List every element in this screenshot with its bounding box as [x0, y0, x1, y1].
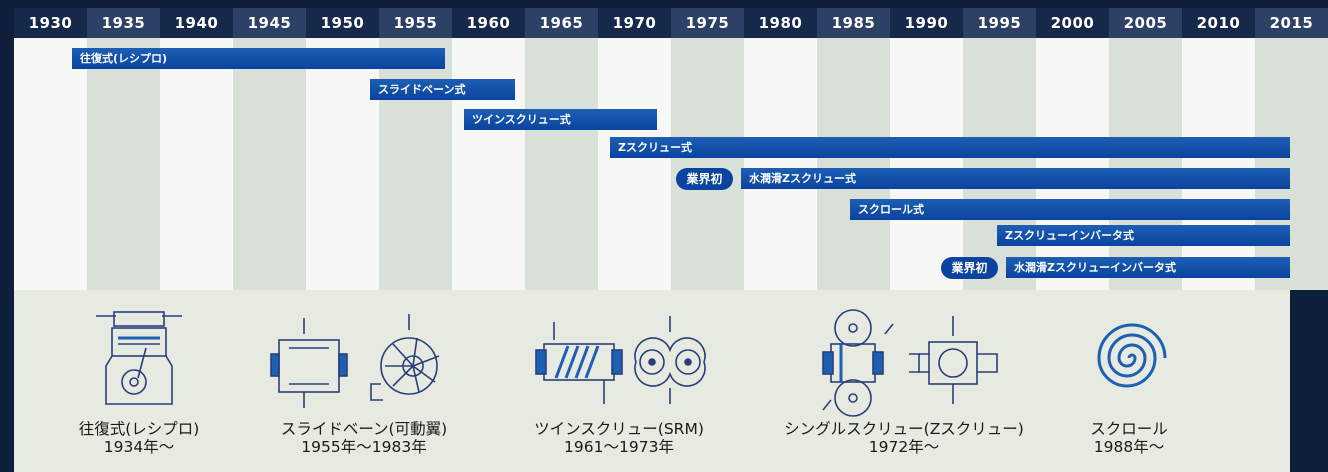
industry-first-badge: 業界初: [941, 257, 998, 279]
compressor-years: 1955年〜1983年: [301, 438, 427, 456]
year-label: 2005: [1109, 8, 1182, 38]
year-column: [452, 38, 525, 290]
compressor-item-twin-screw: ツインスクリュー(SRM) 1961〜1973年: [524, 290, 714, 472]
compressor-years: 1972年〜: [868, 438, 940, 456]
single-screw-compressor-icon: [822, 309, 998, 417]
year-label: 1945: [233, 8, 306, 38]
year-column: [671, 38, 744, 290]
year-label: 1930: [28, 14, 73, 32]
reciprocating-compressor-icon: [96, 311, 182, 405]
year-column: [525, 38, 598, 290]
year-column: [1036, 38, 1109, 290]
year-column: [598, 38, 671, 290]
slide-vane-compressor-icon: [270, 314, 440, 408]
year-header: 1930 1935 1940 1945 1950 1955 1960 1965 …: [14, 8, 1328, 38]
twin-screw-compressor-icon: [535, 316, 706, 404]
year-label: 1990: [904, 14, 949, 32]
timeline-bar-twin-screw: ツインスクリュー式: [464, 109, 657, 130]
compressor-item-scroll: スクロール 1988年〜: [1074, 290, 1184, 472]
year-column: [744, 38, 817, 290]
year-label: 2000: [1050, 14, 1095, 32]
year-column: [233, 38, 306, 290]
year-column: [1109, 38, 1182, 290]
compressor-name: スライドベーン(可動翼): [280, 420, 448, 438]
page-frame: 1930 1935 1940 1945 1950 1955 1960 1965 …: [14, 8, 1328, 472]
timeline-bar-z-screw: Zスクリュー式: [610, 137, 1290, 158]
timeline-bar-slide-vane: スライドベーン式: [370, 79, 515, 100]
timeline-bar-z-screw-inverter: Zスクリューインバータ式: [997, 225, 1290, 246]
year-column: [817, 38, 890, 290]
year-column: [379, 38, 452, 290]
year-label: 1985: [817, 8, 890, 38]
year-column: [1255, 38, 1328, 290]
timeline-bar-scroll: スクロール式: [850, 199, 1290, 220]
scroll-compressor-icon: [1097, 323, 1167, 388]
year-column: [87, 38, 160, 290]
year-label: 1950: [320, 14, 365, 32]
year-label: 1995: [963, 8, 1036, 38]
compressor-years: 1934年〜: [103, 438, 175, 456]
year-label: 1940: [174, 14, 219, 32]
year-label: 1965: [525, 8, 598, 38]
compressor-item-single-screw: シングルスクリュー(Zスクリュー) 1972年〜: [769, 290, 1039, 472]
year-label: 1955: [379, 8, 452, 38]
compressor-name: シングルスクリュー(Zスクリュー): [784, 420, 1024, 438]
year-column: [1182, 38, 1255, 290]
year-column: [160, 38, 233, 290]
compressor-item-slide-vane: スライドベーン(可動翼) 1955年〜1983年: [259, 290, 469, 472]
year-label: 1935: [87, 8, 160, 38]
timeline-bar-water-lubricated-z-screw-inverter: 水潤滑Zスクリューインバータ式: [1006, 257, 1290, 278]
timeline-bar-reciprocating: 往復式(レシプロ): [72, 48, 445, 69]
compressor-name: スクロール: [1090, 420, 1168, 438]
compressor-item-reciprocating: 往復式(レシプロ) 1934年〜: [54, 290, 224, 472]
year-column: [963, 38, 1036, 290]
year-column: [890, 38, 963, 290]
year-label: 1980: [758, 14, 803, 32]
compressor-name: 往復式(レシプロ): [78, 420, 200, 438]
year-label: 1960: [466, 14, 511, 32]
industry-first-badge: 業界初: [676, 168, 733, 190]
compressor-types-panel: 往復式(レシプロ) 1934年〜: [14, 290, 1290, 472]
year-label: 2010: [1196, 14, 1241, 32]
year-column: [306, 38, 379, 290]
year-label: 2015: [1255, 8, 1328, 38]
timeline-bar-water-lubricated-z-screw: 水潤滑Zスクリュー式: [741, 168, 1290, 189]
compressor-years: 1988年〜: [1093, 438, 1165, 456]
year-label: 1975: [671, 8, 744, 38]
timeline-chart: 1930 1935 1940 1945 1950 1955 1960 1965 …: [14, 8, 1328, 290]
year-label: 1970: [612, 14, 657, 32]
compressor-name: ツインスクリュー(SRM): [534, 420, 704, 438]
year-column: [14, 38, 87, 290]
compressor-years: 1961〜1973年: [564, 438, 674, 456]
